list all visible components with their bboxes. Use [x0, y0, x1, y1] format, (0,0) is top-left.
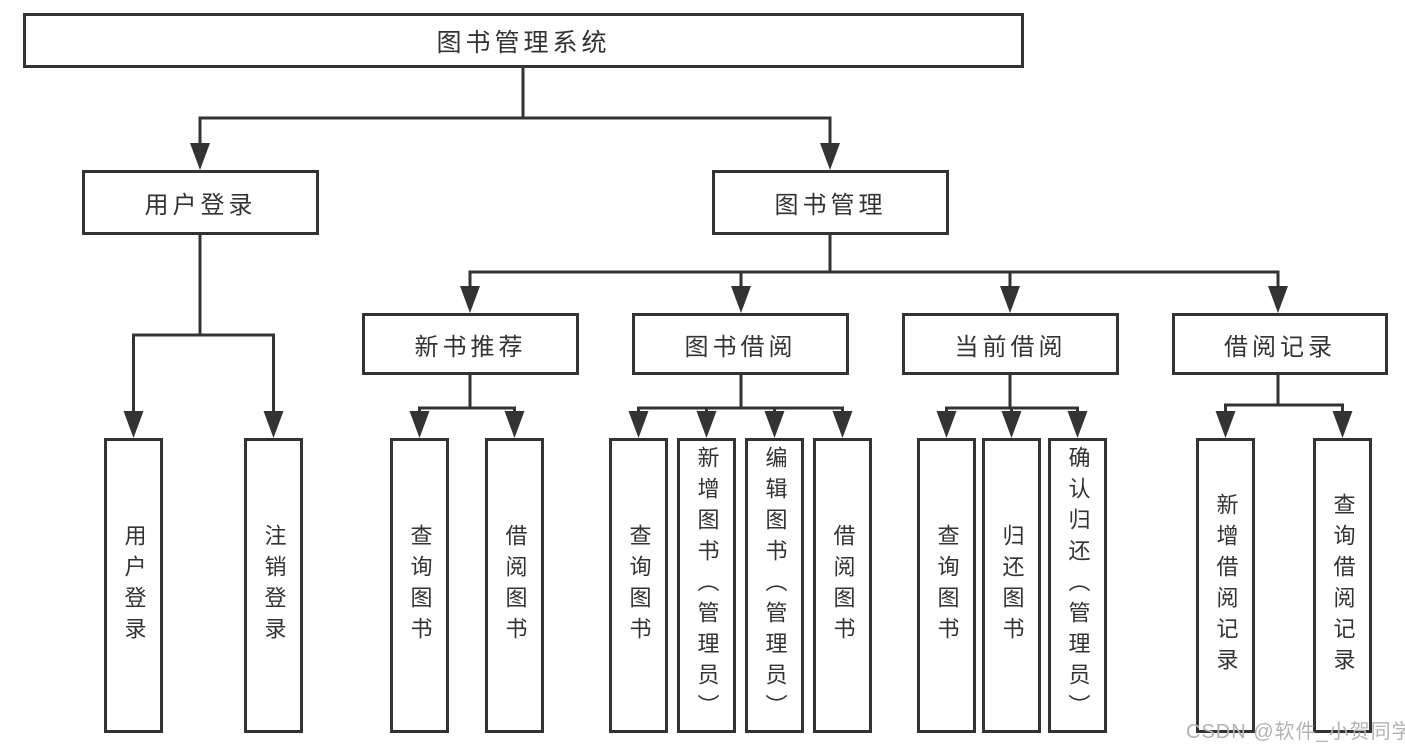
node-label: 注销登录	[261, 523, 287, 648]
arrowhead	[504, 411, 525, 438]
node-user-login: 用户登录	[82, 170, 319, 235]
node-book-management: 图书管理	[712, 170, 949, 235]
connector-newbook-children	[418, 375, 516, 413]
arrowhead	[460, 286, 480, 313]
arrowhead	[1067, 411, 1088, 438]
node-label: 用户登录	[144, 192, 257, 219]
node-label: 当前借阅	[954, 333, 1067, 361]
leaf-query-books: 查询图书	[917, 438, 976, 733]
node-new-book-recommend: 新书推荐	[362, 313, 579, 375]
node-label: 图书借阅	[684, 333, 797, 361]
node-book-borrow: 图书借阅	[632, 313, 849, 375]
arrowhead	[1215, 411, 1236, 438]
node-library-management-system: 图书管理系统	[23, 13, 1024, 68]
arrowhead	[936, 411, 957, 438]
arrowhead	[409, 411, 430, 438]
node-label: 查询图书	[934, 523, 960, 648]
connector-currentborrow-children	[945, 375, 1079, 413]
leaf-add-books-admin: 新增图书（管理员）	[677, 438, 736, 733]
arrowhead	[1332, 411, 1353, 438]
leaf-query-books: 查询图书	[609, 438, 668, 733]
connector-borrowrecord-children	[1224, 375, 1344, 413]
arrowhead	[696, 411, 717, 438]
arrowhead	[1000, 286, 1020, 313]
node-label: 编辑图书（管理员）	[762, 446, 788, 725]
leaf-borrow-books: 借阅图书	[485, 438, 544, 733]
leaf-query-borrow-record: 查询借阅记录	[1313, 438, 1372, 733]
arrowhead	[190, 143, 210, 170]
leaf-edit-books-admin: 编辑图书（管理员）	[745, 438, 804, 733]
leaf-add-borrow-record: 新增借阅记录	[1196, 438, 1255, 733]
leaf-logout: 注销登录	[244, 438, 303, 733]
leaf-borrow-books: 借阅图书	[813, 438, 872, 733]
leaf-user-login: 用户登录	[104, 438, 163, 733]
arrowhead	[764, 411, 785, 438]
node-label: 借阅记录	[1224, 333, 1336, 361]
node-label: 图书管理	[774, 192, 887, 219]
node-label: 借阅图书	[502, 523, 528, 648]
connector-bookmgmt-to-level3	[468, 235, 1280, 288]
node-label: 借阅图书	[830, 523, 856, 648]
arrowhead	[1001, 411, 1022, 438]
arrowhead	[263, 411, 284, 438]
arrowhead	[123, 411, 144, 438]
node-label: 图书管理系统	[436, 28, 611, 57]
node-label: 新增借阅记录	[1213, 492, 1239, 679]
node-label: 查询图书	[407, 523, 433, 648]
arrowhead	[820, 143, 840, 170]
arrowhead	[832, 411, 853, 438]
node-label: 查询借阅记录	[1330, 492, 1356, 679]
connector-bookborrow-children	[637, 375, 844, 413]
leaf-query-books: 查询图书	[390, 438, 449, 733]
watermark: CSDN @软件_小贺同学	[1186, 721, 1405, 743]
node-label: 新增图书（管理员）	[694, 446, 720, 725]
connector-root-to-level2	[198, 67, 832, 145]
node-label: 确认归还（管理员）	[1065, 446, 1091, 725]
node-label: 查询图书	[626, 523, 652, 648]
arrowhead	[1268, 286, 1288, 313]
node-borrow-record: 借阅记录	[1172, 313, 1388, 375]
arrowhead	[628, 411, 649, 438]
connector-userlogin-children	[132, 235, 275, 413]
node-label: 用户登录	[121, 523, 147, 648]
node-label: 新书推荐	[414, 333, 527, 361]
node-label: 归还图书	[999, 523, 1025, 648]
arrowhead	[731, 286, 751, 313]
leaf-return-books: 归还图书	[982, 438, 1041, 733]
leaf-confirm-return-admin: 确认归还（管理员）	[1048, 438, 1107, 733]
node-current-borrow: 当前借阅	[902, 313, 1119, 375]
